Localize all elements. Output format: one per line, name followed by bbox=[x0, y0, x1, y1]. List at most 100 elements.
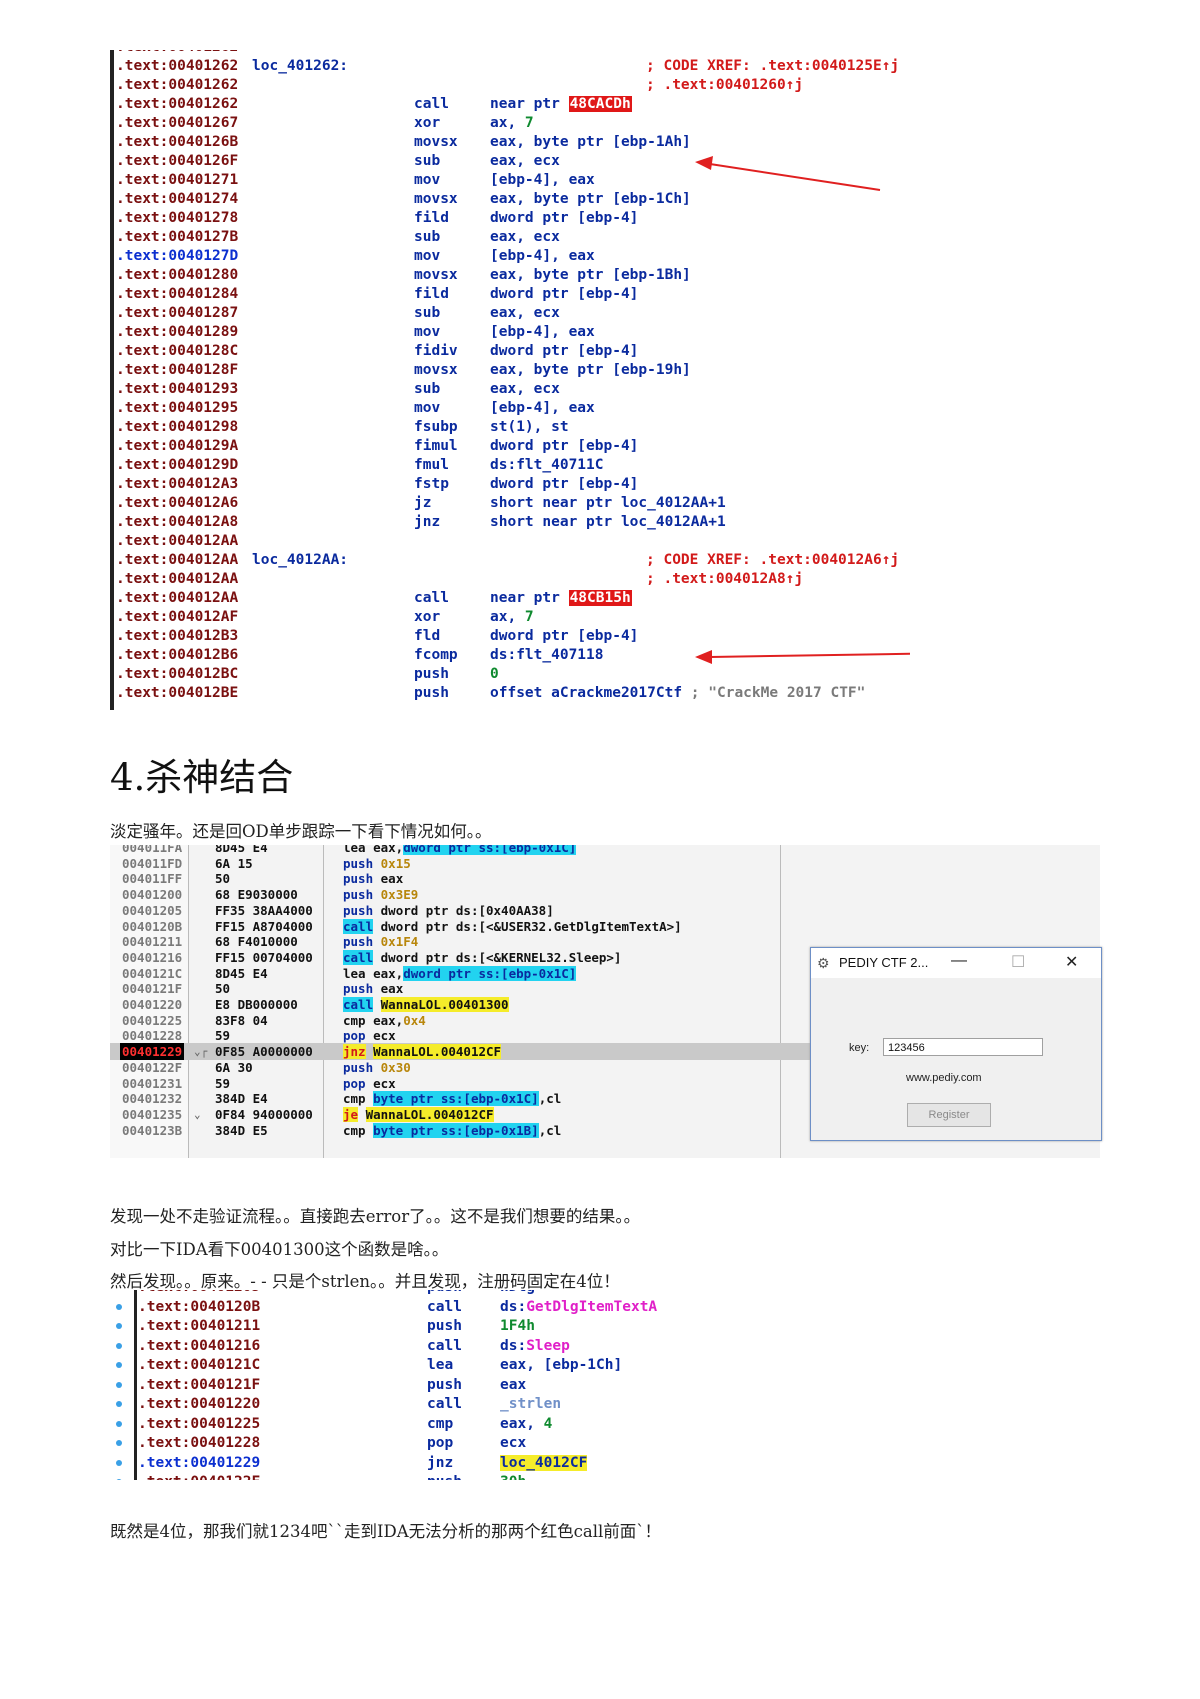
operand: _strlen bbox=[500, 1395, 561, 1414]
immediate-value: 30h bbox=[500, 1474, 526, 1480]
key-label: key: bbox=[849, 1042, 870, 1054]
od-address: 0040120B bbox=[122, 918, 183, 934]
line-address: .text:00401280 bbox=[116, 267, 239, 283]
arrow-line-1 bbox=[709, 163, 881, 191]
mnemonic: mov bbox=[414, 248, 441, 264]
line-address: .text:0040121C bbox=[138, 1357, 261, 1373]
library-function: _strlen bbox=[500, 1396, 562, 1412]
maximize-button[interactable]: ☐ bbox=[1011, 954, 1026, 971]
operand: 1F4h bbox=[500, 1317, 535, 1336]
line-address: .text:00401262 bbox=[116, 96, 239, 112]
line-address: .text:004012A3 bbox=[116, 476, 239, 492]
arrow-head-2 bbox=[695, 650, 712, 664]
register-button[interactable]: Register bbox=[907, 1103, 991, 1127]
arrow-head-1 bbox=[695, 156, 713, 170]
line-address: .text:00401289 bbox=[116, 324, 239, 340]
close-button[interactable]: ✕ bbox=[1065, 954, 1079, 971]
od-asm: call dword ptr ds:[<&KERNEL32.Sleep>] bbox=[343, 949, 621, 966]
operand: dword ptr [ebp-4] bbox=[490, 210, 639, 226]
line-address: .text:004012A6 bbox=[116, 495, 239, 511]
mnemonic: movsx bbox=[414, 191, 458, 207]
od-bytes: FF15 A8704000 bbox=[215, 918, 313, 934]
od-asm: lea eax,dword ptr ss:[ebp-0x1C] bbox=[343, 845, 577, 856]
operand: ecx bbox=[500, 1435, 527, 1451]
mnemonic: sub bbox=[414, 229, 441, 245]
asm-memory-operand: byte ptr ss:[ebp-0x1B] bbox=[373, 1122, 539, 1138]
dialog-titlebar: ⚙ PEDIY CTF 2... — ☐ ✕ bbox=[811, 948, 1101, 978]
asm-operand: ecx bbox=[373, 1028, 396, 1044]
paragraph-finding: 发现一处不走验证流程。。直接跑去error了。。这不是我们想要的结果。。 bbox=[110, 1207, 641, 1226]
od-address: 00401229 bbox=[120, 1043, 185, 1061]
mnemonic: push bbox=[414, 685, 449, 701]
line-address: .text:00401216 bbox=[138, 1337, 261, 1354]
line-address: .text:004012AA bbox=[116, 571, 239, 587]
mnemonic: fcomp bbox=[414, 647, 458, 663]
od-address: 00401205 bbox=[122, 902, 183, 918]
asm-operand: WannaLOL.004012CF bbox=[373, 1044, 502, 1060]
mnemonic: sub bbox=[414, 305, 441, 321]
asm-mnemonic: push bbox=[343, 1059, 374, 1075]
asm-operand: eax bbox=[380, 871, 404, 887]
od-bytes: 50 bbox=[215, 981, 231, 997]
od-address: 0040122F bbox=[122, 1059, 183, 1075]
paragraph-next-step: 既然是4位，那我们就1234吧``走到IDA无法分析的那两个红色call前面`！ bbox=[110, 1522, 662, 1541]
od-asm: call dword ptr ds:[<&USER32.GetDlgItemTe… bbox=[343, 918, 682, 935]
mnemonic: push bbox=[427, 1318, 462, 1334]
operand: ds:flt_40711C bbox=[490, 457, 604, 473]
line-address: .text:0040120B bbox=[138, 1298, 261, 1315]
mnemonic: fimul bbox=[414, 438, 458, 454]
asm-operand: WannaLOL.00401300 bbox=[380, 997, 509, 1012]
immediate-value: 4 bbox=[543, 1415, 553, 1432]
jump-marker: ⌄ bbox=[194, 1107, 201, 1121]
line-label: loc_401262: bbox=[252, 58, 349, 74]
minimize-button[interactable]: — bbox=[951, 952, 967, 969]
breakpoint-dot-icon bbox=[116, 1362, 122, 1368]
line-address: .text:004012AA bbox=[116, 590, 239, 606]
operand: eax, [ebp-1Ch] bbox=[500, 1357, 623, 1373]
mnemonic: xor bbox=[414, 609, 441, 625]
operand: loc_4012CF bbox=[500, 1454, 588, 1473]
od-asm: lea eax,dword ptr ss:[ebp-0x1C] bbox=[343, 965, 577, 981]
mnemonic: cmp bbox=[427, 1415, 454, 1432]
od-address: 0040121F bbox=[122, 981, 183, 997]
operand: 0 bbox=[490, 665, 499, 684]
ida-listing-2: .text:00401205pushhDlg.text:0040120Bcall… bbox=[110, 1290, 750, 1480]
line-address: .text:0040126B bbox=[116, 134, 239, 150]
mnemonic: xor bbox=[414, 115, 441, 131]
od-bytes: 68 F4010000 bbox=[215, 934, 298, 950]
mnemonic: call bbox=[414, 590, 449, 606]
mnemonic: push bbox=[427, 1473, 462, 1480]
asm-mnemonic: push bbox=[343, 855, 374, 871]
asm-mnemonic: pop bbox=[343, 1028, 366, 1044]
breakpoint-dot-icon bbox=[116, 1303, 122, 1310]
od-asm: push 0x1F4 bbox=[343, 933, 418, 950]
mnemonic: movsx bbox=[414, 134, 458, 150]
operand: dword ptr [ebp-4] bbox=[490, 476, 639, 492]
mnemonic: sub bbox=[414, 153, 441, 169]
line-address: .text:0040129A bbox=[116, 438, 239, 454]
line-address: .text:00401295 bbox=[116, 400, 239, 416]
section-heading: 4.杀神结合 bbox=[110, 756, 294, 799]
asm-immediate: 0x4 bbox=[403, 1012, 426, 1028]
mnemonic: push bbox=[427, 1290, 462, 1297]
asm-mnemonic: call bbox=[343, 997, 374, 1012]
asm-operand: ecx bbox=[373, 1075, 396, 1091]
mnemonic: movsx bbox=[414, 267, 458, 283]
mnemonic: call bbox=[427, 1396, 462, 1412]
operand: st(1), st bbox=[490, 419, 569, 435]
mnemonic: push bbox=[414, 666, 449, 682]
line-address: .text:00401278 bbox=[116, 210, 239, 226]
operand: dword ptr [ebp-4] bbox=[490, 438, 639, 454]
xref-comment: ; .text:00401260↑j bbox=[646, 77, 804, 93]
arrow-line-2 bbox=[709, 652, 910, 658]
asm-mnemonic: push bbox=[343, 934, 374, 950]
asm-mnemonic: cmp bbox=[343, 1122, 366, 1138]
operand: eax, byte ptr [ebp-1Bh] bbox=[490, 267, 691, 283]
operand: dword ptr [ebp-4] bbox=[490, 343, 639, 359]
key-input[interactable]: 123456 bbox=[883, 1038, 1043, 1056]
jump-marker: ⌄┌ bbox=[194, 1045, 208, 1059]
line-address: .text:004012B3 bbox=[116, 628, 239, 644]
